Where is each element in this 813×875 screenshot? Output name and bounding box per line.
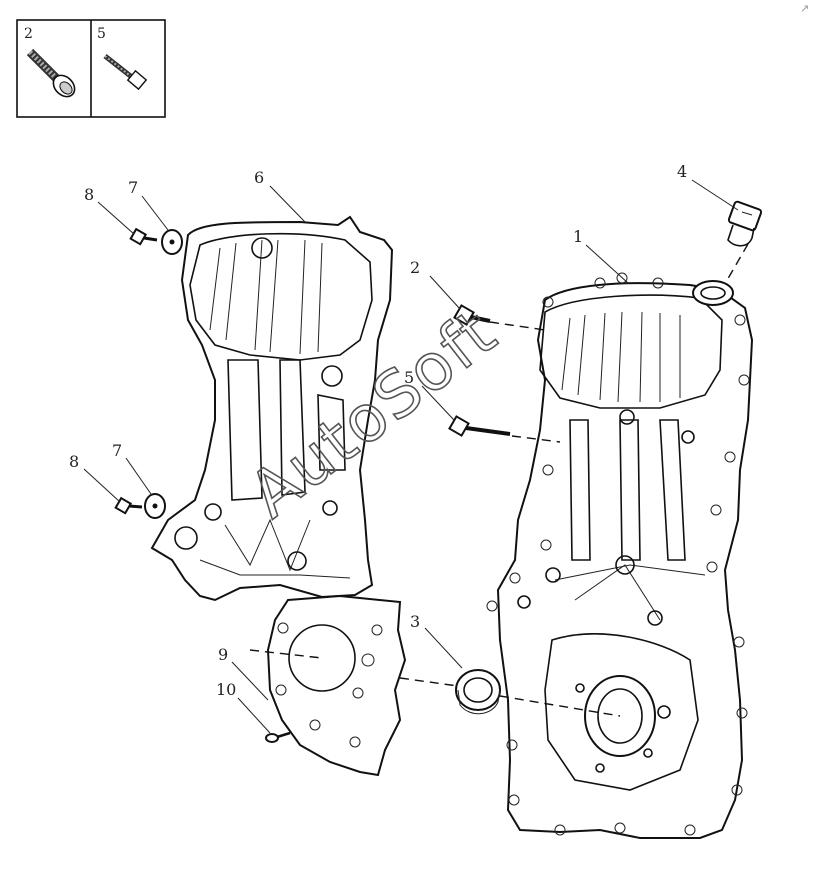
bolt-5 bbox=[448, 415, 511, 437]
cover-bolt-holes bbox=[486, 272, 750, 836]
part-labels: 1 2 3 4 5 6 7 7 8 8 9 10 bbox=[69, 162, 687, 699]
part-label-8-lower: 8 bbox=[69, 452, 79, 471]
part-label-8-upper: 8 bbox=[84, 185, 94, 204]
flange-bolt-icon bbox=[26, 48, 76, 98]
legend-number-2: 2 bbox=[24, 26, 33, 42]
part-label-10: 10 bbox=[216, 680, 236, 699]
part-label-3: 3 bbox=[410, 612, 420, 631]
long-bolt-icon bbox=[103, 54, 148, 91]
sensor bbox=[727, 200, 763, 247]
legend-box: 2 5 bbox=[16, 19, 166, 118]
part-label-9: 9 bbox=[218, 645, 228, 664]
assembly-lines bbox=[249, 243, 749, 717]
washer-7-lower bbox=[144, 493, 166, 519]
part-label-2: 2 bbox=[410, 258, 420, 277]
part-label-6: 6 bbox=[254, 168, 264, 187]
part-label-7-upper: 7 bbox=[128, 178, 138, 197]
oil-seal bbox=[455, 669, 501, 715]
legend-number-5: 5 bbox=[97, 26, 106, 42]
leader-lines bbox=[83, 179, 739, 734]
front-timing-cover bbox=[486, 272, 754, 839]
part-label-7-lower: 7 bbox=[112, 441, 122, 460]
part-label-4: 4 bbox=[677, 162, 687, 181]
screw-10 bbox=[265, 731, 291, 743]
bolt-8-upper bbox=[129, 227, 158, 246]
washer-7-upper bbox=[161, 229, 183, 255]
upper-timing-cover bbox=[150, 215, 394, 602]
gasket-plate bbox=[266, 594, 407, 777]
corner-mark: ↗ bbox=[800, 2, 809, 15]
bolt-8-lower bbox=[114, 496, 143, 515]
bolt-2 bbox=[453, 304, 491, 326]
part-label-5: 5 bbox=[404, 368, 414, 387]
part-label-1: 1 bbox=[573, 227, 583, 246]
